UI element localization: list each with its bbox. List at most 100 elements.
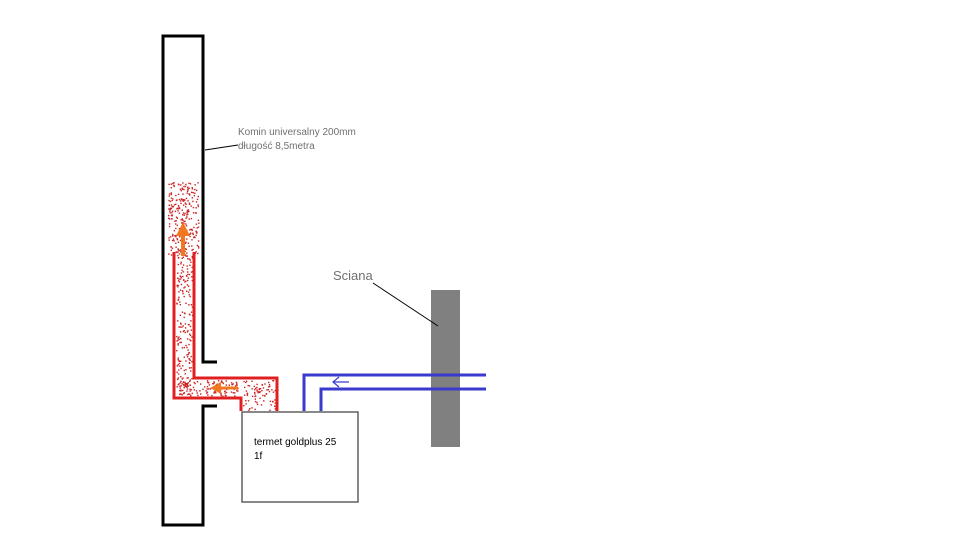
smoke-particle (178, 291, 180, 293)
smoke-particle (186, 386, 188, 388)
smoke-particle (195, 251, 197, 253)
smoke-particle (171, 239, 174, 242)
smoke-particle (189, 334, 192, 337)
smoke-particle (176, 207, 178, 210)
smoke-particle (189, 235, 191, 238)
smoke-particle (184, 250, 186, 253)
smoke-particle (254, 391, 256, 394)
smoke-particle (191, 191, 193, 193)
smoke-particle (176, 365, 179, 367)
smoke-particle (173, 185, 175, 188)
smoke-particle (183, 295, 185, 298)
smoke-particle (188, 343, 190, 346)
smoke-particle (222, 395, 224, 397)
smoke-particle (178, 362, 181, 365)
smoke-particle (243, 380, 245, 383)
smoke-particle (207, 394, 209, 396)
smoke-particle (228, 384, 230, 386)
smoke-particle (183, 204, 185, 206)
smoke-particle (175, 234, 177, 237)
smoke-particle (191, 392, 193, 395)
smoke-particle (181, 188, 184, 190)
smoke-particle (187, 377, 189, 379)
smoke-particle (169, 207, 171, 210)
smoke-particle (186, 192, 188, 194)
smoke-particle (181, 218, 183, 220)
smoke-particle (274, 405, 276, 407)
smoke-particle (243, 405, 245, 407)
smoke-particle (175, 251, 177, 253)
smoke-particle (193, 381, 195, 384)
smoke-particle (179, 249, 182, 251)
smoke-particle (230, 382, 233, 384)
smoke-particle (179, 239, 182, 242)
smoke-particle (177, 284, 179, 287)
smoke-particle (177, 210, 179, 212)
smoke-particle (257, 392, 259, 394)
smoke-particle (186, 268, 189, 270)
smoke-particle (186, 216, 188, 218)
smoke-particle (207, 381, 209, 384)
smoke-particle (190, 217, 193, 220)
smoke-particle (179, 365, 181, 367)
smoke-particle (224, 394, 226, 397)
smoke-particle (187, 285, 190, 287)
smoke-particle (182, 383, 185, 386)
smoke-particle (188, 294, 190, 296)
smoke-particle (206, 380, 209, 382)
air-intake-pipe (302, 373, 486, 411)
smoke-particle (185, 183, 187, 186)
smoke-particle (193, 389, 195, 391)
smoke-particle (182, 271, 185, 273)
smoke-particle (274, 408, 277, 410)
smoke-particle (262, 387, 265, 389)
smoke-particle (181, 222, 184, 224)
smoke-particle (186, 252, 188, 254)
smoke-particle (206, 392, 208, 394)
smoke-particle (186, 238, 188, 240)
smoke-particle (230, 391, 233, 393)
smoke-particle (181, 269, 183, 272)
smoke-particle (179, 289, 182, 291)
smoke-particle (235, 381, 238, 384)
smoke-particle (169, 208, 171, 211)
smoke-particle (184, 202, 186, 204)
smoke-particle (268, 390, 271, 393)
smoke-particle (232, 383, 234, 385)
smoke-particle (185, 223, 187, 225)
smoke-particle (177, 272, 179, 274)
smoke-particle (182, 219, 184, 222)
smoke-particle (175, 236, 177, 238)
smoke-particle (176, 335, 178, 338)
smoke-particle (209, 388, 212, 390)
smoke-particle (176, 239, 179, 241)
smoke-particle (220, 394, 222, 397)
smoke-particle (172, 198, 174, 200)
smoke-particle (187, 279, 189, 282)
smoke-particle (182, 325, 184, 327)
smoke-particle (175, 242, 177, 244)
smoke-particle (170, 183, 172, 185)
smoke-particle (186, 354, 188, 356)
smoke-particle (177, 337, 179, 339)
boiler-label-line2: 1f (254, 451, 263, 462)
smoke-particle (170, 214, 173, 217)
flow-arrow-left (210, 382, 238, 394)
smoke-particle (185, 280, 187, 282)
smoke-particle (177, 205, 180, 207)
smoke-particle (189, 233, 191, 235)
smoke-particle (172, 238, 175, 240)
smoke-particle (256, 389, 258, 391)
smoke-particle (269, 400, 272, 402)
smoke-particle (195, 234, 197, 237)
smoke-particle (180, 338, 182, 340)
smoke-particle (169, 212, 171, 214)
smoke-particle (187, 186, 189, 188)
smoke-particle (170, 187, 172, 189)
smoke-particle (182, 365, 184, 367)
smoke-particle (206, 388, 208, 390)
smoke-particle (177, 343, 179, 345)
smoke-particle (175, 227, 177, 230)
smoke-particle (198, 222, 200, 224)
smoke-particle (175, 199, 178, 202)
